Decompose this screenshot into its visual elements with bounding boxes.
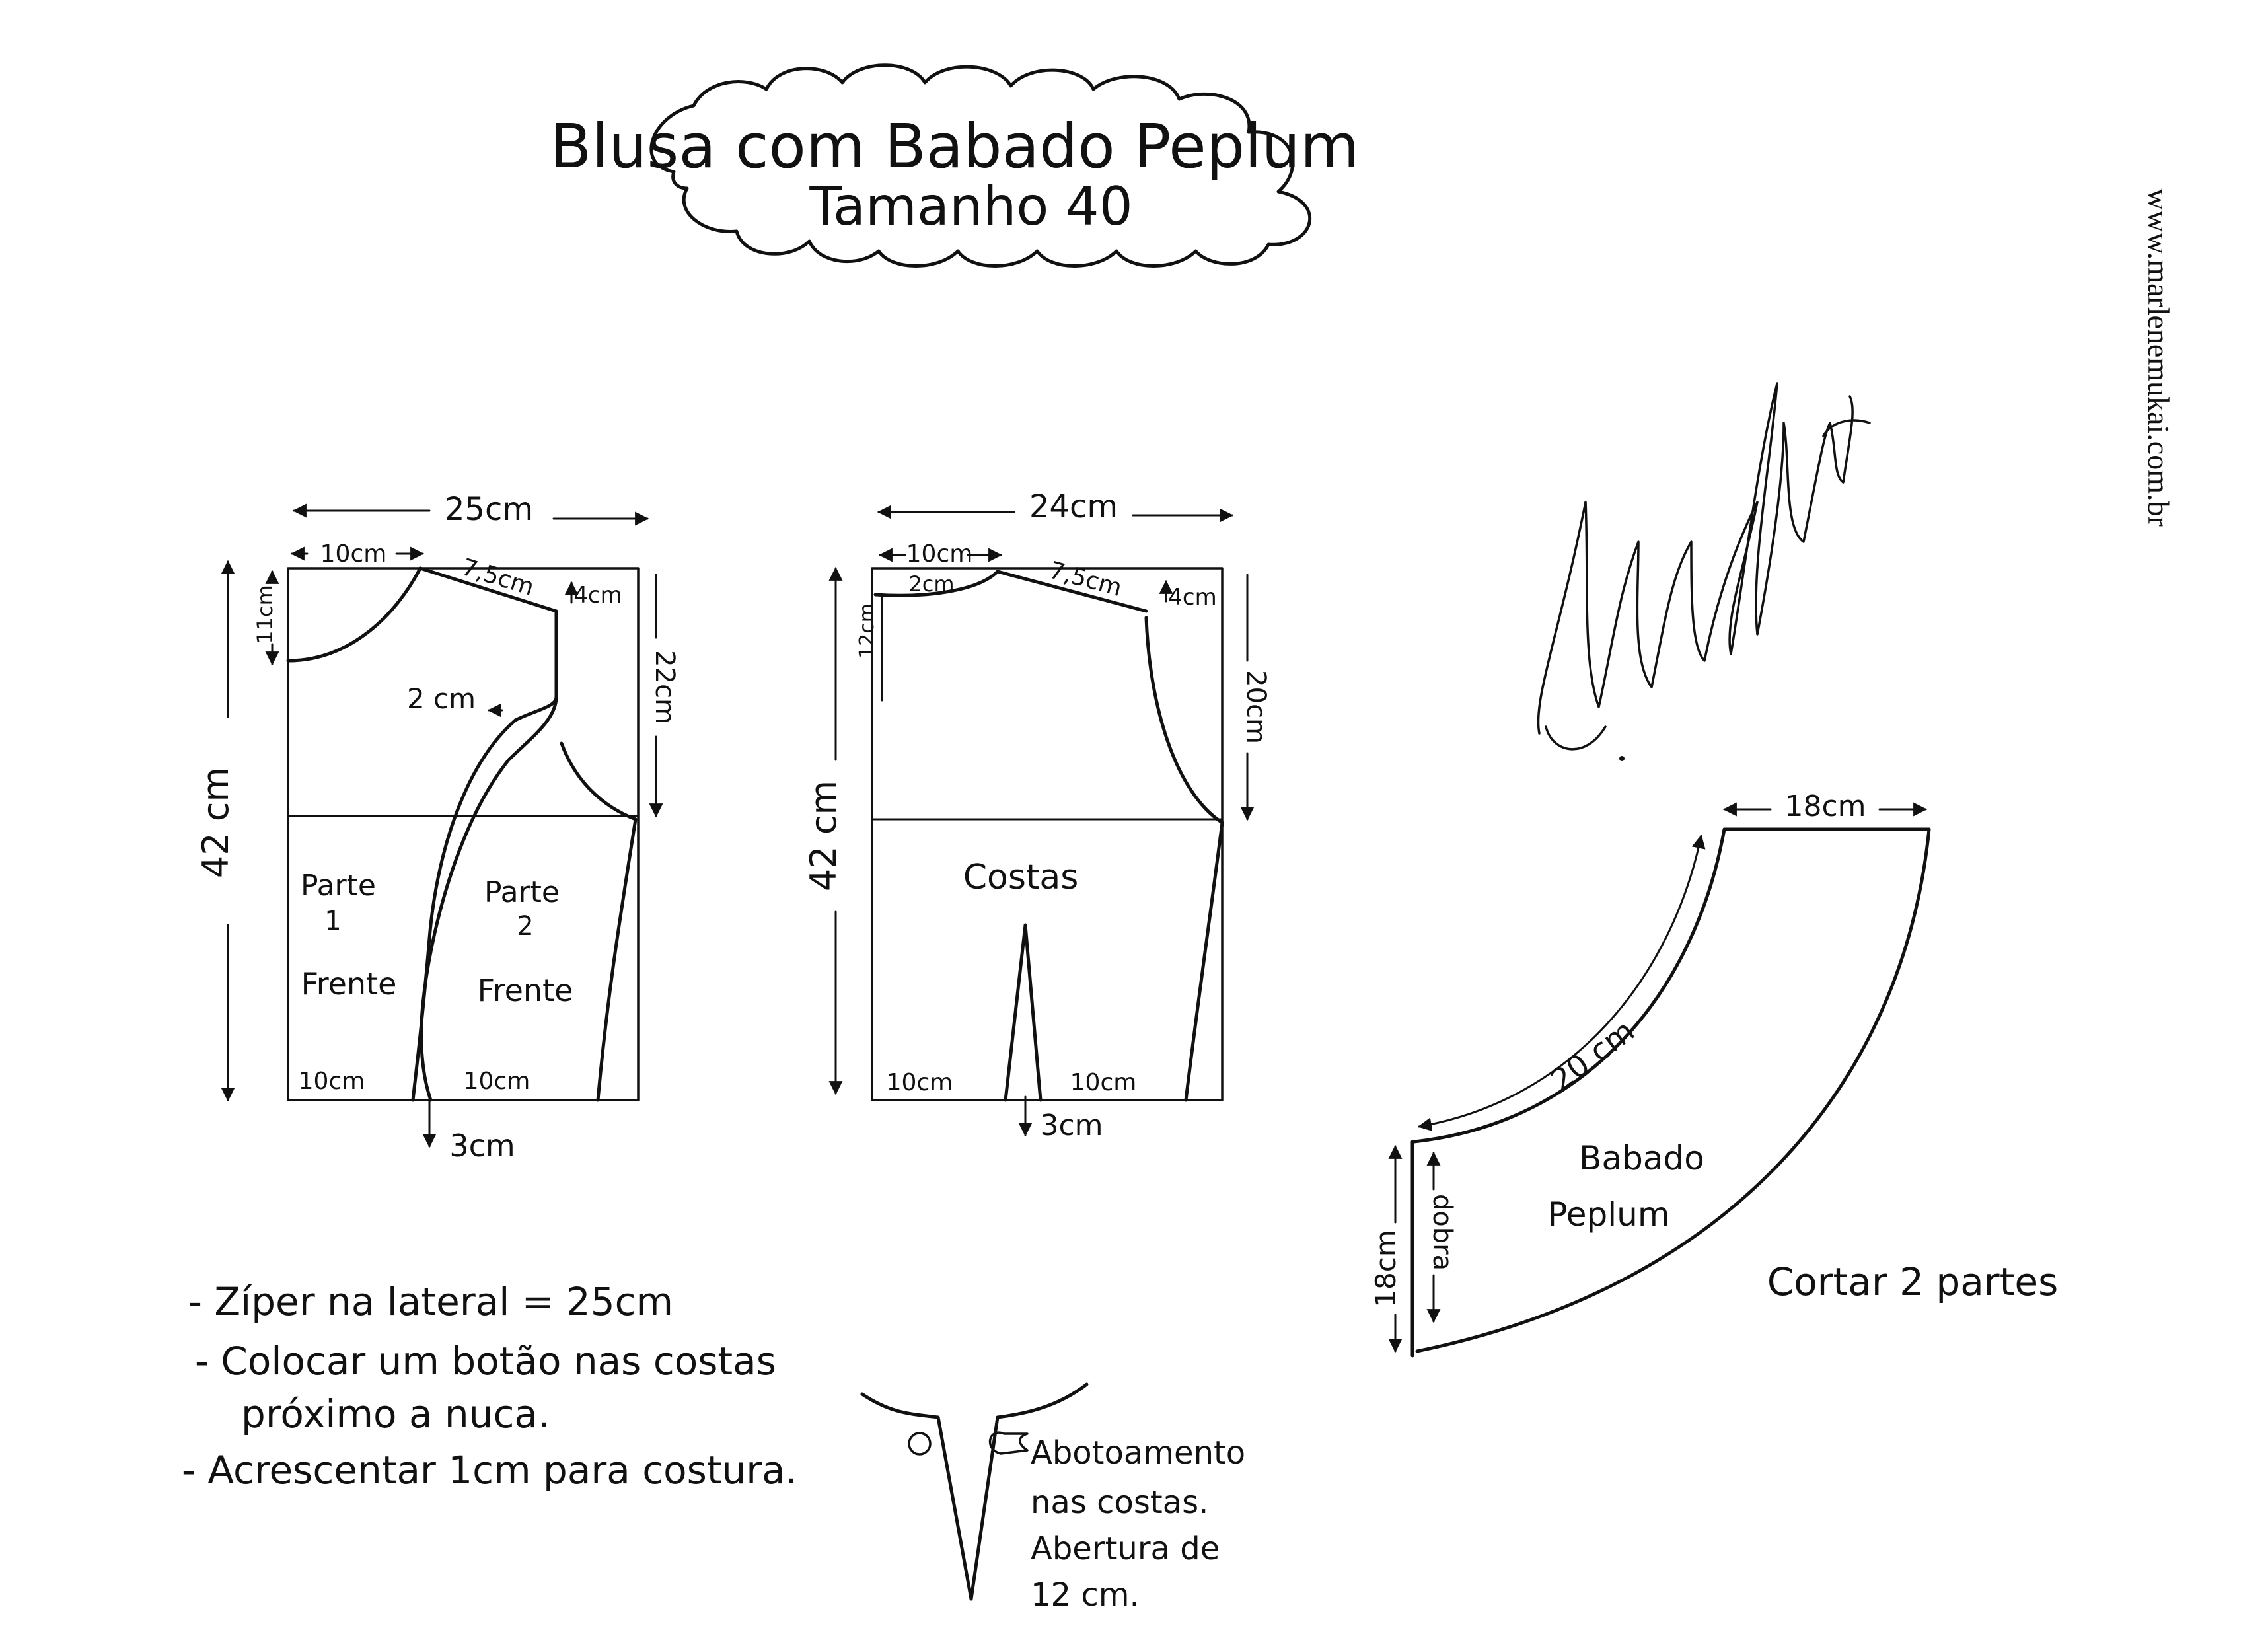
part2-line1: Parte — [484, 875, 560, 909]
closure-line2: nas costas. — [1031, 1484, 1208, 1521]
back-neck-small-label: 2cm — [908, 572, 954, 597]
back-neck-depth-label: 12cm — [856, 603, 879, 659]
closure-line1: Abotoamento — [1031, 1434, 1245, 1471]
part2-line3: Frente — [478, 973, 573, 1008]
front-neck-depth-label: 11cm — [252, 585, 277, 644]
back-armhole-label: 20cm — [1241, 670, 1271, 744]
part1-line1: Parte — [301, 869, 376, 903]
part1-line3: Frente — [301, 966, 397, 1002]
part2-line2: 2 — [517, 911, 533, 942]
back-width-label: 24cm — [1029, 488, 1118, 525]
back-label: Costas — [963, 858, 1079, 897]
website-url: www.marlenemukai.com.br — [2142, 188, 2176, 527]
sewing-notes: - Zíper na lateral = 25cm - Colocar um b… — [182, 1279, 797, 1493]
front-curve-offset-label: 2 cm — [407, 683, 476, 715]
back-hem-right-label: 10cm — [1070, 1069, 1137, 1096]
front-hem-left-label: 10cm — [299, 1068, 365, 1095]
front-width-label: 25cm — [445, 491, 533, 528]
title-cloud: Blusa com Babado Peplum Tamanho 40 — [550, 63, 1360, 268]
peplum-label-line1: Babado — [1579, 1139, 1704, 1177]
peplum-inner-label: 20 cm — [1544, 1013, 1641, 1098]
peplum-side-label: 18cm — [1370, 1230, 1402, 1307]
note-3: próximo a nuca. — [241, 1391, 550, 1436]
front-armhole-label: 22cm — [649, 650, 680, 724]
peplum-fold-label: dobra — [1427, 1194, 1457, 1271]
back-height-label: 42 cm — [803, 780, 844, 891]
note-1: - Zíper na lateral = 25cm — [188, 1279, 673, 1324]
peplum-label-line2: Peplum — [1547, 1195, 1669, 1234]
peplum-top-label: 18cm — [1784, 790, 1866, 823]
peplum-cut-note: Cortar 2 partes — [1767, 1259, 2059, 1304]
closure-line4: 12 cm. — [1031, 1576, 1140, 1613]
back-neck-width-label: 10cm — [906, 540, 973, 568]
front-neck-width-label: 10cm — [320, 540, 387, 568]
front-shoulder-drop-label: 4cm — [573, 582, 622, 609]
peplum-pattern: 18cm 20 cm 18cm dobra Babado Peplum Cort… — [1370, 790, 2059, 1358]
title-line1: Blusa com Babado Peplum — [550, 111, 1359, 182]
signature — [1537, 382, 1871, 761]
closure-detail: Abotoamento nas costas. Abertura de 12 c… — [860, 1382, 1245, 1613]
front-height-label: 42 cm — [195, 767, 237, 878]
back-hem-left-label: 10cm — [887, 1069, 953, 1096]
part1-line2: 1 — [324, 906, 341, 936]
front-hem-gap-label: 3cm — [449, 1128, 515, 1164]
title-line2: Tamanho 40 — [809, 176, 1132, 237]
back-dart-label: 3cm — [1040, 1109, 1103, 1142]
note-2: - Colocar um botão nas costas — [195, 1339, 776, 1384]
front-pattern: 25cm 10cm 7,5cm 4cm 11cm 22cm 42 cm 2 cm… — [195, 491, 680, 1164]
front-hem-right-label: 10cm — [464, 1068, 530, 1095]
back-shoulder-drop-label: 4cm — [1168, 584, 1216, 611]
back-pattern: 24cm 10cm 2cm 7,5cm 4cm 12cm 20cm 42 cm … — [803, 488, 1271, 1142]
closure-line3: Abertura de — [1031, 1530, 1220, 1567]
note-4: - Acrescentar 1cm para costura. — [182, 1448, 797, 1493]
